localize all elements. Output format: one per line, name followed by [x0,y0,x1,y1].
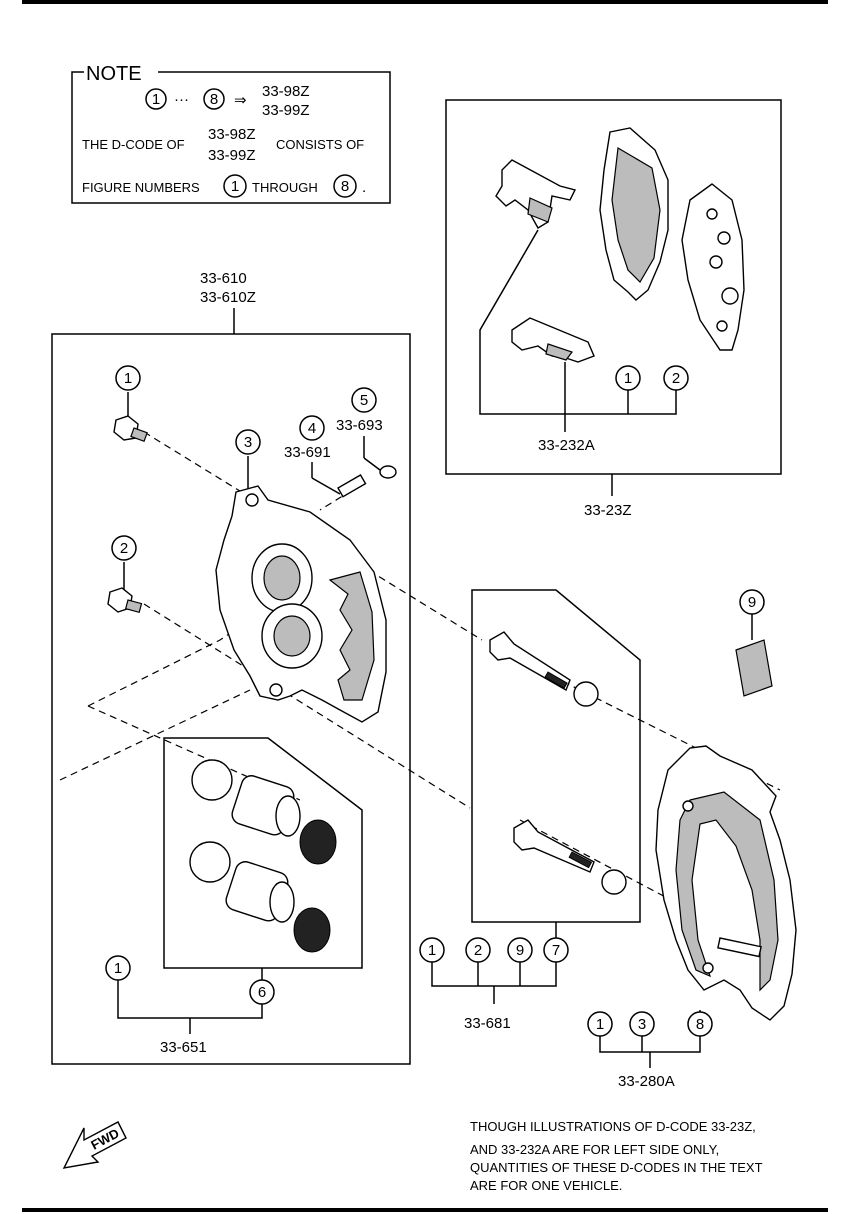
caliper-code-b: 33-610Z [200,289,256,306]
bolt-1: 1 [113,365,148,443]
note-line2-pre: FIGURE NUMBERS [82,180,200,195]
svg-text:9: 9 [748,594,756,611]
footnote-line-2: AND 33-232A ARE FOR LEFT SIDE ONLY, [470,1142,719,1157]
note-box: NOTE 1 ··· 8 ⇒ 33-98Z 33-99Z THE D-CODE … [71,63,391,204]
top-border [22,0,828,4]
svg-text:3: 3 [244,434,252,451]
bottom-border [22,1208,828,1212]
fwd-arrow-icon: FWD [62,1121,127,1169]
note-line1-code-b: 33-99Z [208,147,256,164]
svg-text:1: 1 [114,960,122,977]
pad-set-box: 1 2 33-232A [445,99,782,475]
pin-kit-code: 33-681 [464,1015,511,1032]
footnote-line-1: THOUGH ILLUSTRATIONS OF D-CODE 33-23Z, [470,1119,756,1134]
note-code-a: 33-98Z [262,83,310,100]
note-line1-code-a: 33-98Z [208,126,256,143]
footnote-line-4: ARE FOR ONE VEHICLE. [470,1178,622,1193]
pad-set-code: 33-23Z [584,502,632,519]
bleeder-code: 33-691 [284,444,331,461]
svg-text:7: 7 [552,942,560,959]
svg-text:4: 4 [308,420,316,437]
note-line2-mid: THROUGH [252,180,318,195]
svg-text:1: 1 [596,1016,604,1033]
svg-text:2: 2 [474,942,482,959]
caliper-body: 3 [215,429,387,723]
caliper-code-a: 33-610 [200,270,247,287]
bleeder-screw: 4 33-691 [284,415,367,498]
caliper-box [51,333,411,1065]
note-code-b: 33-99Z [262,102,310,119]
svg-text:2: 2 [120,540,128,557]
pad-callout-2: 2 [672,370,680,387]
svg-text:6: 6 [258,984,266,1001]
note-range-end: 8 [210,91,218,108]
bolt-2: 2 [107,535,143,614]
note-line2-to: 8 [341,178,349,195]
footnote-line-3: QUANTITIES OF THESE D-CODES IN THE TEXT [470,1160,763,1175]
svg-text:1: 1 [428,942,436,959]
pad-kit-code: 33-232A [538,437,595,454]
grease-packet: 9 [735,589,773,697]
piston-kit-code: 33-651 [160,1039,207,1056]
note-line1-post: CONSISTS OF [276,137,364,152]
note-range-sep: ··· [174,91,189,108]
pin-kit: 1 2 9 7 33-681 [419,589,641,1032]
note-line1-pre: THE D-CODE OF [82,137,185,152]
pad-callout-1: 1 [624,370,632,387]
svg-text:1: 1 [124,370,132,387]
footnote: THOUGH ILLUSTRATIONS OF D-CODE 33-23Z, A… [470,1119,763,1193]
note-range-start: 1 [152,91,160,108]
bleeder-cap: 5 33-693 [336,387,397,479]
note-title: NOTE [86,63,142,85]
svg-text:8: 8 [696,1016,704,1033]
caliper-bracket: 1 3 8 33-280A [587,745,797,1090]
bleeder-cap-code: 33-693 [336,417,383,434]
svg-text:9: 9 [516,942,524,959]
piston-kit: 6 1 33-651 [105,737,363,1056]
note-arrow: ⇒ [234,92,247,109]
svg-text:5: 5 [360,392,368,409]
note-line2-end: . [362,179,366,196]
bracket-code: 33-280A [618,1073,675,1090]
note-line2-from: 1 [231,178,239,195]
svg-text:3: 3 [638,1016,646,1033]
